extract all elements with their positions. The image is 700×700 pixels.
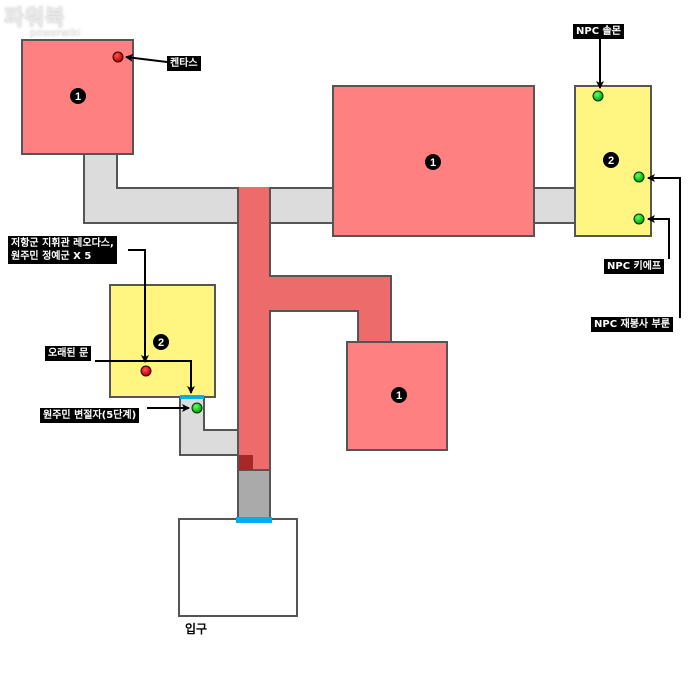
badge-1-text: 1 [75,91,81,103]
badge-1-text: 1 [396,390,402,402]
badge-2-text: 2 [608,155,614,167]
label-npc-solmon: NPC 솔몬 [573,24,624,39]
enemy-resistance-dot[interactable] [140,365,152,377]
label-kentas: 켄타스 [167,56,201,71]
arrow-resistance [128,249,149,363]
corridor-gray-right [533,187,576,224]
arrow-burun [647,174,681,318]
corridor-gray-entrance [237,469,271,520]
enemy-kentas-dot[interactable] [112,51,124,63]
door-blue-left [180,395,204,399]
label-npc-burun: NPC 재봉사 부룬 [591,317,673,332]
badge-1-text: 1 [430,157,436,169]
badge-2-text: 2 [158,337,164,349]
badge-1 [391,387,407,403]
watermark-subtitle: powerwiki [30,28,81,39]
corridor-red-cover [239,187,269,225]
watermark-title: 파워북 [4,5,65,31]
watermark: 파워북 powerwiki [4,0,80,39]
badge-2 [153,334,169,350]
corridor-gray-left [179,396,239,456]
arrow-kief [647,215,670,259]
badge-1 [70,88,86,104]
label-traitor: 원주민 변절자(5단계) [40,408,140,423]
label-resistance-line1: 저항군 지휘관 레오다스, [11,238,114,249]
badge-1 [425,154,441,170]
npc-burun-dot[interactable] [633,171,645,183]
arrow-old-door [95,360,195,394]
npc-solmon-dot[interactable] [592,90,604,102]
label-npc-kief: NPC 키에프 [604,259,665,274]
corridor-gray-top [83,153,334,224]
label-resistance-line2: 원주민 정예군 X 5 [11,251,92,262]
label-old-door: 오래된 문 [45,346,92,361]
npc-kief-dot[interactable] [633,213,645,225]
label-resistance: 저항군 지휘관 레오다스, 원주민 정예군 X 5 [8,236,117,264]
badge-2 [603,152,619,168]
label-entrance: 입구 [185,622,208,636]
dark-red-marker [239,455,253,470]
traitor-dot[interactable] [191,402,203,414]
door-blue-entrance [236,517,272,523]
arrow-kentas [125,53,168,63]
entrance-room [178,518,298,617]
